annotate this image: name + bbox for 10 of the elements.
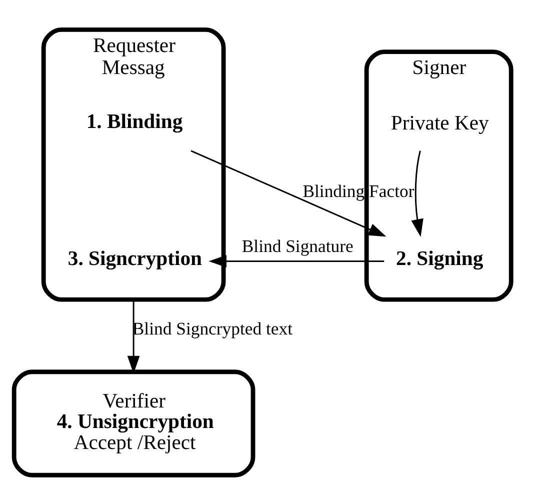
node-text: 1. Blinding [86,110,183,133]
node-text: Private Key [390,112,489,134]
arrow [208,254,384,267]
edge-label: Blinding Factor [302,180,414,201]
node-text: 2. Signing [396,248,484,270]
node-box: Verifier 4. Unsigncryption Accept /Reject [12,369,256,477]
node-text: 3. Signcryption [68,248,202,270]
arrow [190,150,386,236]
edge-label: Blind Signature [242,235,354,256]
arrow [411,150,424,236]
